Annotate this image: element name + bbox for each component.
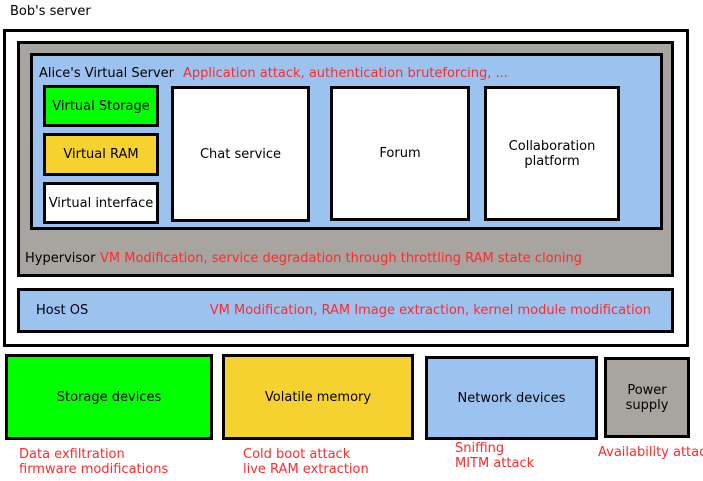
network-attack-line: MITM attack xyxy=(455,456,535,471)
volatile-attack-line: Cold boot attack xyxy=(243,447,351,462)
power-attack-line: Availability attack xyxy=(598,445,703,460)
volatile-memory-box: Volatile memory xyxy=(222,354,414,440)
virtual-interface-label: Virtual interface xyxy=(48,195,154,211)
virtual-ram-box: Virtual RAM xyxy=(43,133,159,176)
storage-devices-label: Storage devices xyxy=(56,389,162,405)
storage-attack-line: Data exfiltration xyxy=(19,447,125,462)
virtual-ram-label: Virtual RAM xyxy=(63,147,139,162)
network-attack-text: Sniffing MITM attack xyxy=(455,441,534,471)
collaboration-platform-label: Collaboration platform xyxy=(508,138,596,169)
host-os-box: Host OS VM Modification, RAM Image extra… xyxy=(17,288,674,333)
power-supply-box: Power supply xyxy=(604,357,690,438)
server-outer-box: Alice's Virtual Server Application attac… xyxy=(3,29,689,347)
hypervisor-attack-text: VM Modification, service degradation thr… xyxy=(100,251,582,266)
storage-attack-line: firmware modifications xyxy=(19,462,169,477)
forum-box: Forum xyxy=(330,86,470,221)
storage-devices-box: Storage devices xyxy=(5,354,213,440)
virtual-server-attack-text: Application attack, authentication brute… xyxy=(183,66,508,81)
storage-attack-text: Data exfiltration firmware modifications xyxy=(19,447,168,477)
volatile-memory-label: Volatile memory xyxy=(264,389,372,405)
power-attack-text: Availability attack xyxy=(598,445,703,460)
collaboration-platform-box: Collaboration platform xyxy=(484,86,620,221)
alice-virtual-server-box: Alice's Virtual Server Application attac… xyxy=(30,53,663,230)
server-title: Bob's server xyxy=(10,4,91,19)
chat-service-box: Chat service xyxy=(171,86,310,222)
network-devices-box: Network devices xyxy=(425,356,598,440)
virtual-interface-box: Virtual interface xyxy=(43,182,159,224)
volatile-attack-line: live RAM extraction xyxy=(243,462,369,477)
hypervisor-label: Hypervisor xyxy=(25,251,96,266)
forum-label: Forum xyxy=(379,146,421,161)
hypervisor-box: Alice's Virtual Server Application attac… xyxy=(17,41,674,277)
host-os-label: Host OS xyxy=(36,303,89,318)
network-attack-line: Sniffing xyxy=(455,441,505,456)
host-os-attack-text: VM Modification, RAM Image extraction, k… xyxy=(209,303,651,318)
chat-service-label: Chat service xyxy=(199,146,282,162)
volatile-attack-text: Cold boot attack live RAM extraction xyxy=(243,447,369,477)
alice-virtual-server-label: Alice's Virtual Server xyxy=(39,66,174,81)
network-devices-label: Network devices xyxy=(457,390,566,406)
virtual-storage-label: Virtual Storage xyxy=(52,98,150,114)
virtual-storage-box: Virtual Storage xyxy=(43,85,159,127)
power-supply-label: Power supply xyxy=(625,382,669,413)
